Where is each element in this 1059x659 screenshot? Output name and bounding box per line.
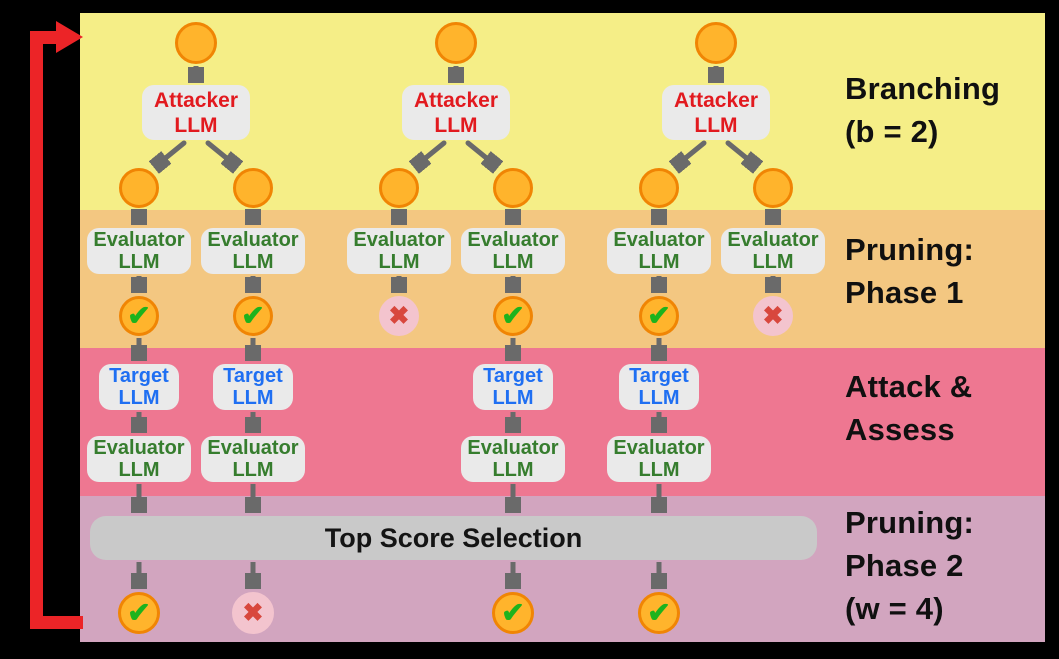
top-score-selection-bar: Top Score Selection	[90, 516, 817, 560]
result-fail-icon	[753, 296, 793, 336]
evaluator-llm-node: Evaluator LLM	[87, 436, 191, 482]
result-pass-icon	[638, 592, 680, 634]
prompt-node-circle	[379, 168, 419, 208]
prompt-node-circle	[695, 22, 737, 64]
feedback-loop-arrow-top	[30, 31, 58, 44]
prompt-node-circle	[753, 168, 793, 208]
label-pruning-phase1: Pruning: Phase 1	[845, 232, 975, 310]
result-fail-icon	[379, 296, 419, 336]
target-llm-node: Target LLM	[99, 364, 179, 410]
attacker-llm-node: Attacker LLM	[402, 85, 510, 140]
connector-arrow	[157, 140, 187, 165]
result-pass-icon	[118, 592, 160, 634]
prompt-node-circle	[119, 168, 159, 208]
connector-arrow	[205, 140, 235, 165]
evaluator-llm-node: Evaluator LLM	[87, 228, 191, 274]
feedback-arrow-icon	[56, 21, 83, 53]
attacker-llm-node: Attacker LLM	[142, 85, 250, 140]
result-pass-icon	[639, 296, 679, 336]
result-fail-icon	[232, 592, 274, 634]
connector-arrow	[417, 140, 447, 165]
result-pass-icon	[492, 592, 534, 634]
prompt-node-circle	[493, 168, 533, 208]
connector-arrow	[465, 140, 495, 165]
evaluator-llm-node: Evaluator LLM	[721, 228, 825, 274]
evaluator-llm-node: Evaluator LLM	[347, 228, 451, 274]
prompt-node-circle	[233, 168, 273, 208]
result-pass-icon	[119, 296, 159, 336]
prompt-node-circle	[435, 22, 477, 64]
feedback-loop-arrow-base	[30, 616, 83, 629]
evaluator-llm-node: Evaluator LLM	[607, 228, 711, 274]
tap-diagram: Attacker LLM Attacker LLM Attacker LLM E…	[80, 13, 1045, 642]
evaluator-llm-node: Evaluator LLM	[201, 436, 305, 482]
connector-arrows	[80, 66, 1045, 642]
target-llm-node: Target LLM	[213, 364, 293, 410]
prompt-node-circle	[175, 22, 217, 64]
prompt-node-circle	[639, 168, 679, 208]
evaluator-llm-node: Evaluator LLM	[201, 228, 305, 274]
target-llm-node: Target LLM	[619, 364, 699, 410]
feedback-loop-arrow-shaft	[30, 31, 43, 629]
connector-arrow	[725, 140, 755, 165]
target-llm-node: Target LLM	[473, 364, 553, 410]
label-pruning-phase2: Pruning: Phase 2 (w = 4)	[845, 505, 975, 626]
evaluator-llm-node: Evaluator LLM	[607, 436, 711, 482]
label-branching: Branching (b = 2)	[845, 71, 1001, 149]
evaluator-llm-node: Evaluator LLM	[461, 228, 565, 274]
connector-arrow	[677, 140, 707, 165]
label-attack-assess: Attack & Assess	[845, 369, 973, 447]
result-pass-icon	[493, 296, 533, 336]
evaluator-llm-node: Evaluator LLM	[461, 436, 565, 482]
result-pass-icon	[233, 296, 273, 336]
attacker-llm-node: Attacker LLM	[662, 85, 770, 140]
